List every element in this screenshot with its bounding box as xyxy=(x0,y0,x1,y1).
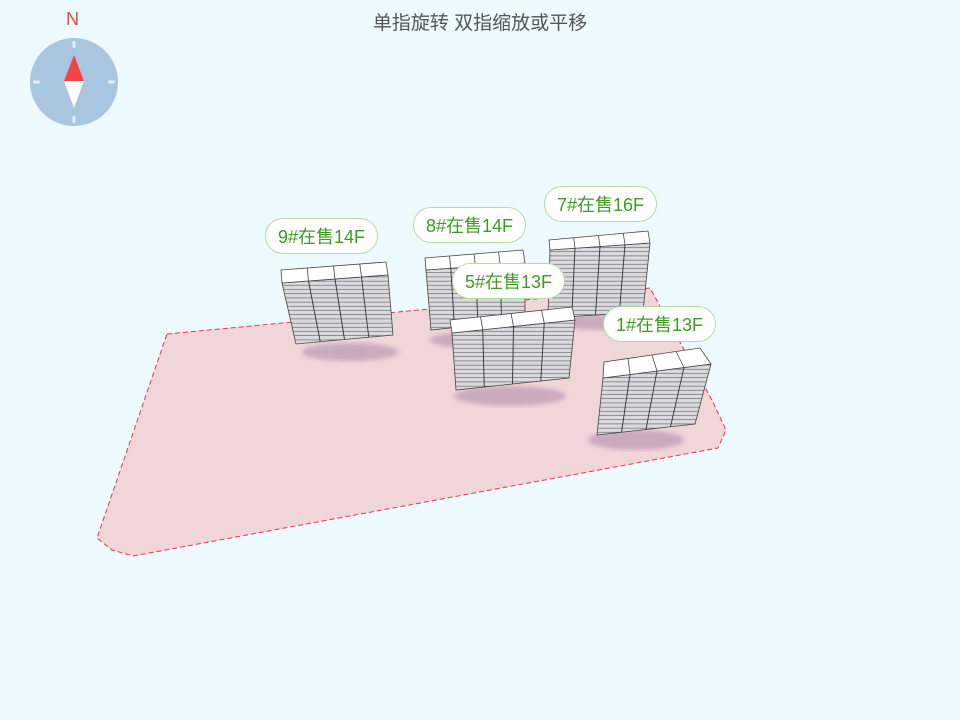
building-facade xyxy=(281,274,394,345)
building-shadow xyxy=(302,343,398,361)
building-5[interactable] xyxy=(449,306,576,406)
building-label-1[interactable]: 1#在售13F xyxy=(603,306,717,342)
compass-icon[interactable] xyxy=(30,38,118,126)
building-9[interactable] xyxy=(280,261,398,361)
building-1[interactable] xyxy=(588,347,712,450)
compass-north-label: N xyxy=(66,9,79,29)
building-shadow xyxy=(588,430,684,450)
building-label-5[interactable]: 5#在售13F xyxy=(452,263,566,299)
building-label-7[interactable]: 7#在售16F xyxy=(544,186,658,222)
building-roof xyxy=(602,347,712,379)
gesture-hint: 单指旋转 双指缩放或平移 xyxy=(372,13,588,34)
building-shadow xyxy=(454,386,566,406)
building-label-8[interactable]: 8#在售14F xyxy=(413,207,527,243)
building-label-9[interactable]: 9#在售14F xyxy=(265,218,379,254)
